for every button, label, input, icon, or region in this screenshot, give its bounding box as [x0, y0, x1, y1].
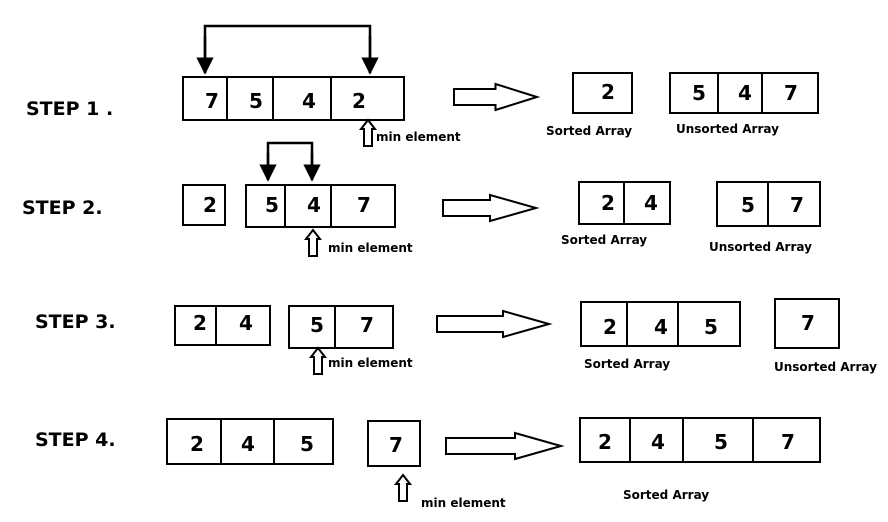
- min-pointer-arrow: [358, 118, 378, 147]
- array-outline: [579, 417, 821, 463]
- sorted-array-box: 2: [572, 72, 633, 114]
- array-box: 5 4 7: [245, 184, 396, 228]
- cell-value: 4: [644, 191, 658, 215]
- cell-value: 7: [357, 193, 371, 217]
- array-caption: Sorted Array: [584, 357, 670, 371]
- step-label: STEP 4.: [35, 429, 116, 451]
- cell-value: 2: [193, 311, 207, 335]
- cell-value: 4: [738, 81, 752, 105]
- array-outline: [580, 301, 741, 347]
- cell-value: 2: [601, 191, 615, 215]
- array-box: 7 5 4 2: [182, 76, 405, 121]
- cell-value: 4: [241, 432, 255, 456]
- array-caption: Unsorted Array: [709, 240, 812, 254]
- min-pointer-arrow: [308, 346, 328, 375]
- min-element-label: min element: [328, 356, 413, 370]
- array-box: 2 4 5: [166, 418, 334, 465]
- cell-value: 7: [790, 193, 804, 217]
- array-outline: [572, 72, 633, 114]
- array-caption: Unsorted Array: [676, 122, 779, 136]
- min-element-label: min element: [421, 496, 506, 510]
- array-box: 7: [367, 420, 421, 467]
- array-outline: [288, 305, 394, 349]
- cell-value: 2: [203, 193, 217, 217]
- array-outline: [245, 184, 396, 228]
- cell-value: 5: [692, 81, 706, 105]
- cell-value: 5: [310, 313, 324, 337]
- cell-value: 2: [352, 89, 366, 113]
- array-caption: Unsorted Array: [774, 360, 877, 374]
- transition-arrow: [453, 82, 541, 112]
- unsorted-array-box: 7: [774, 298, 840, 349]
- transition-arrow: [442, 193, 540, 223]
- array-box: 2: [182, 184, 226, 226]
- array-outline: [174, 305, 271, 346]
- array-outline: [166, 418, 334, 465]
- step-label: STEP 3.: [35, 311, 116, 333]
- swap-bracket: [266, 141, 314, 180]
- unsorted-array-box: 5 4 7: [669, 72, 819, 114]
- cell-value: 5: [300, 432, 314, 456]
- sorted-array-box: 2 4 5 7: [579, 417, 821, 463]
- min-pointer-arrow: [303, 228, 323, 257]
- cell-value: 2: [598, 430, 612, 454]
- min-pointer-arrow: [393, 473, 413, 502]
- swap-bracket: [203, 24, 372, 73]
- cell-value: 4: [302, 89, 316, 113]
- cell-value: 7: [205, 89, 219, 113]
- sorted-array-box: 2 4 5: [580, 301, 741, 347]
- array-caption: Sorted Array: [561, 233, 647, 247]
- cell-value: 5: [741, 193, 755, 217]
- cell-value: 2: [603, 315, 617, 339]
- cell-value: 7: [360, 313, 374, 337]
- transition-arrow: [436, 309, 553, 339]
- array-outline: [774, 298, 840, 349]
- cell-value: 4: [239, 311, 253, 335]
- cell-value: 2: [601, 80, 615, 104]
- min-element-label: min element: [328, 241, 413, 255]
- cell-value: 4: [307, 193, 321, 217]
- array-outline: [182, 76, 405, 121]
- array-caption: Sorted Array: [546, 124, 632, 138]
- cell-value: 5: [249, 89, 263, 113]
- cell-value: 2: [190, 432, 204, 456]
- transition-arrow: [445, 431, 565, 461]
- cell-value: 4: [651, 430, 665, 454]
- array-outline: [182, 184, 226, 226]
- min-element-label: min element: [376, 130, 461, 144]
- array-outline: [669, 72, 819, 114]
- array-outline: [367, 420, 421, 467]
- array-caption: Sorted Array: [623, 488, 709, 502]
- step-label: STEP 2.: [22, 197, 103, 219]
- cell-value: 7: [801, 311, 815, 335]
- cell-value: 7: [389, 433, 403, 457]
- cell-value: 5: [704, 315, 718, 339]
- cell-value: 5: [714, 430, 728, 454]
- cell-value: 7: [784, 81, 798, 105]
- cell-value: 4: [654, 315, 668, 339]
- cell-value: 5: [265, 193, 279, 217]
- step-label: STEP 1 .: [26, 98, 113, 120]
- cell-value: 7: [781, 430, 795, 454]
